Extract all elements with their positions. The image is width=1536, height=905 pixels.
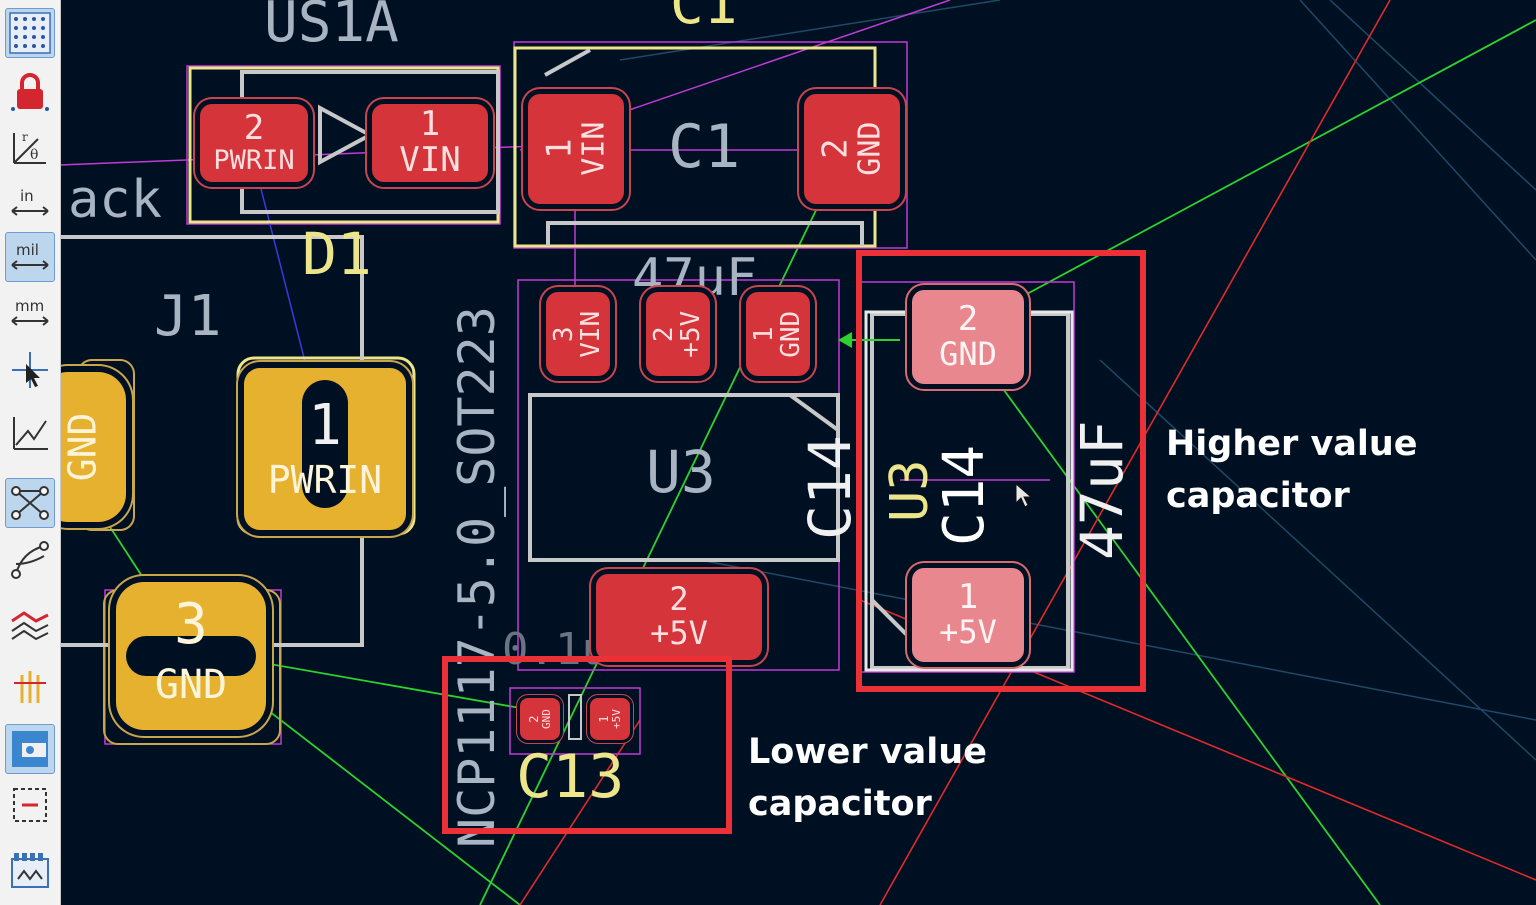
d1-pad-2[interactable]: 2 PWRIN: [200, 104, 308, 182]
tracks-button[interactable]: [5, 598, 55, 648]
graph-button[interactable]: [5, 408, 55, 458]
pad-icon: [12, 731, 48, 767]
vias-button[interactable]: [5, 660, 55, 710]
vias-icon: [14, 671, 46, 703]
lower-value-capacitor-highlight: [442, 656, 732, 834]
higher-value-annotation: Higher value capacitor: [1166, 424, 1418, 516]
svg-text:in: in: [20, 187, 34, 205]
svg-text:mm: mm: [15, 297, 44, 315]
units-mm-button[interactable]: mm: [5, 288, 55, 338]
cursor-crosshair-button[interactable]: [5, 345, 55, 395]
svg-text:θ: θ: [30, 147, 38, 163]
j1-pad-1-drill: [302, 380, 348, 508]
units-mils-button[interactable]: mil: [5, 232, 55, 282]
d1-value-label: US1A: [264, 0, 399, 55]
c14-silk-ref-label: C14: [796, 435, 864, 540]
lock-icon: [11, 73, 49, 111]
tracks-icon: [11, 611, 49, 641]
crosshair-cursor-icon: [12, 352, 48, 388]
c13-ref-label: C13: [516, 742, 625, 812]
c13-pad-1[interactable]: 1+5V: [590, 698, 630, 740]
graph-icon: [13, 417, 48, 450]
ratsnest-icon: [11, 486, 49, 520]
lock-button[interactable]: [5, 66, 55, 116]
svg-text:mil: mil: [16, 241, 39, 259]
svg-text:r: r: [22, 130, 28, 144]
polar-coordinates-icon: r θ: [13, 130, 46, 164]
grid-icon: [9, 12, 51, 54]
mils-icon: mil: [11, 241, 49, 270]
dashed-selection-icon: [13, 788, 47, 822]
ratsnest-button[interactable]: [5, 478, 55, 528]
j1-pad-3[interactable]: 3 GND: [116, 582, 266, 730]
inches-icon: in: [11, 187, 49, 216]
c14-pad-2[interactable]: 2 GND: [912, 290, 1024, 384]
d1-pad-1[interactable]: 1 VIN: [372, 104, 488, 182]
u3-tab-pad[interactable]: 2 +5V: [596, 574, 762, 660]
mouse-cursor-icon: [1015, 482, 1033, 508]
u3-pad-2[interactable]: 2+5V: [646, 292, 710, 376]
c14-pad-1[interactable]: 1 +5V: [912, 568, 1024, 662]
higher-value-capacitor-highlight: [856, 250, 1146, 692]
j1-ref-label: J1: [154, 284, 222, 349]
c13-body-outline: [568, 694, 582, 740]
lower-value-annotation: Lower value capacitor: [748, 732, 987, 824]
pads-mode-button[interactable]: [5, 724, 55, 774]
c1-top-ref-label: C1: [670, 0, 738, 37]
millimeters-icon: mm: [11, 297, 49, 326]
footprint-button[interactable]: [5, 846, 55, 896]
units-inches-button[interactable]: in: [5, 178, 55, 228]
u3-ref-label: U3: [646, 438, 716, 506]
polar-coords-button[interactable]: r θ: [5, 122, 55, 172]
j1-pad-1[interactable]: 1 PWRIN: [244, 368, 406, 530]
curved-ratsnest-icon: [11, 541, 49, 579]
footprint-icon: [11, 853, 49, 888]
d1-ref-label: D1: [302, 220, 372, 288]
j1-pad-3-drill: [126, 636, 256, 676]
ratsnest-arrow: [838, 332, 852, 348]
pcb-canvas[interactable]: US1A C1 C1 D1 47uF J1 ack U3 NCP1117-5.0…: [40, 0, 1536, 905]
left-toolbar: r θ in mil mm: [0, 0, 61, 905]
c1-ref-label: C1: [668, 112, 741, 182]
grid-toggle-button[interactable]: [5, 8, 55, 58]
dashed-select-button[interactable]: [5, 780, 55, 830]
curved-ratsnest-button[interactable]: [5, 535, 55, 585]
j1-partial-label: ack: [68, 170, 162, 230]
